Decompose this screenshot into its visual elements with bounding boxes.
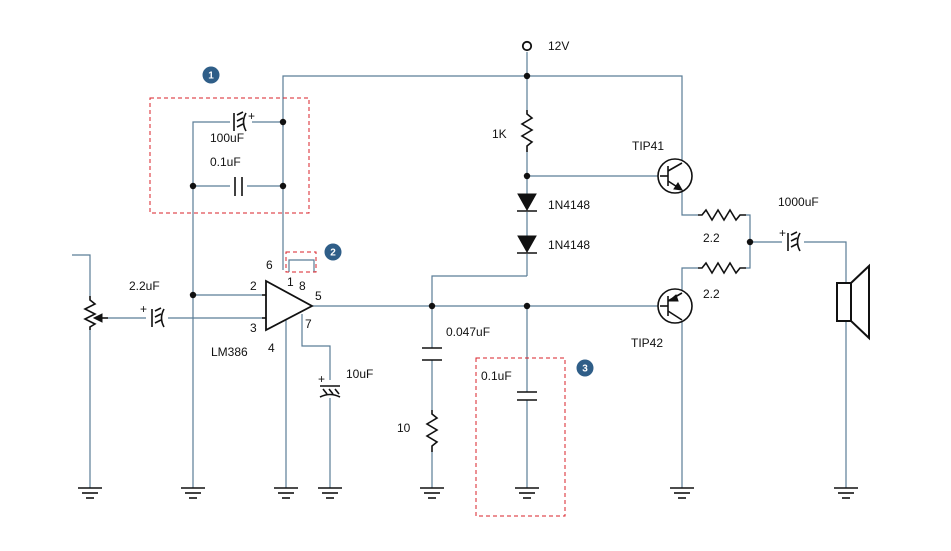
bypass-cap-box xyxy=(475,357,566,517)
svg-text:+: + xyxy=(248,109,255,123)
transistor-tip42-pnp xyxy=(657,288,693,324)
resistor-10-ohm-label: 10 xyxy=(397,421,411,435)
ground-icon xyxy=(78,487,102,499)
transistor-tip41-npn xyxy=(657,158,693,194)
capacitor-0.1uf-decoupling-label: 0.1uF xyxy=(210,155,241,169)
speaker-icon xyxy=(836,263,870,341)
capacitor-10uf: + xyxy=(318,372,341,398)
badge-3: 3 xyxy=(576,359,594,377)
pin-5-label: 5 xyxy=(315,289,322,303)
svg-text:+: + xyxy=(779,226,786,240)
svg-text:1: 1 xyxy=(208,71,214,82)
resistor-1k xyxy=(520,110,534,152)
decoupling-box xyxy=(149,97,310,214)
pin-6-label: 6 xyxy=(266,258,273,272)
ground-icon xyxy=(515,487,539,499)
pin-3-label: 3 xyxy=(250,321,257,335)
ground-symbols xyxy=(78,487,858,499)
pin-1-8-box xyxy=(285,251,317,273)
tip42-label: TIP42 xyxy=(631,336,663,350)
supply-label: 12V xyxy=(548,39,569,53)
resistor-2.2-upper-label: 2.2 xyxy=(703,231,720,245)
ground-icon xyxy=(181,487,205,499)
diode-1n4148-lower xyxy=(517,235,537,254)
capacitor-0.1uf-decoupling xyxy=(234,177,243,196)
diode-lower-label: 1N4148 xyxy=(548,238,590,252)
lm386-label: LM386 xyxy=(211,345,248,359)
badge-1: 1 xyxy=(202,66,220,84)
junctions xyxy=(189,72,754,310)
pin-7-label: 7 xyxy=(305,317,312,331)
resistor-2.2-lower xyxy=(698,261,746,275)
wires xyxy=(72,52,847,488)
ground-icon xyxy=(420,487,444,499)
supply-terminal xyxy=(521,40,533,52)
capacitor-2.2uf-label: 2.2uF xyxy=(129,279,160,293)
ground-icon xyxy=(318,487,342,499)
tip41-label: TIP41 xyxy=(632,139,664,153)
pin-2-label: 2 xyxy=(250,279,257,293)
capacitor-0.1uf-bypass xyxy=(517,391,537,401)
diode-1n4148-upper xyxy=(517,193,537,212)
capacitor-0.1uf-bypass-label: 0.1uF xyxy=(481,369,512,383)
capacitor-0.047uf xyxy=(422,347,442,361)
lm386-op-amp xyxy=(262,279,314,332)
svg-text:+: + xyxy=(140,302,147,316)
pin-4-label: 4 xyxy=(268,341,275,355)
capacitor-1000uf: + xyxy=(779,226,801,252)
volume-potentiometer xyxy=(83,296,108,330)
capacitor-10uf-label: 10uF xyxy=(346,367,373,381)
pin-1-label: 1 xyxy=(287,275,294,289)
ground-icon xyxy=(834,487,858,499)
svg-text:+: + xyxy=(318,372,325,386)
svg-text:2: 2 xyxy=(330,248,336,259)
resistor-10-ohm xyxy=(425,410,439,452)
resistor-1k-label: 1K xyxy=(492,127,507,141)
ground-icon xyxy=(670,487,694,499)
svg-text:3: 3 xyxy=(582,364,588,375)
badge-2: 2 xyxy=(324,243,342,261)
capacitor-100uf: + xyxy=(233,109,255,132)
resistor-2.2-upper xyxy=(698,208,746,222)
capacitor-1000uf-label: 1000uF xyxy=(778,195,819,209)
resistor-2.2-lower-label: 2.2 xyxy=(703,287,720,301)
capacitor-0.047uf-label: 0.047uF xyxy=(446,325,490,339)
ground-icon xyxy=(274,487,298,499)
capacitor-2.2uf: + xyxy=(140,302,165,328)
pin-8-label: 8 xyxy=(299,279,306,293)
diode-upper-label: 1N4148 xyxy=(548,198,590,212)
capacitor-100uf-label: 100uF xyxy=(210,131,244,145)
